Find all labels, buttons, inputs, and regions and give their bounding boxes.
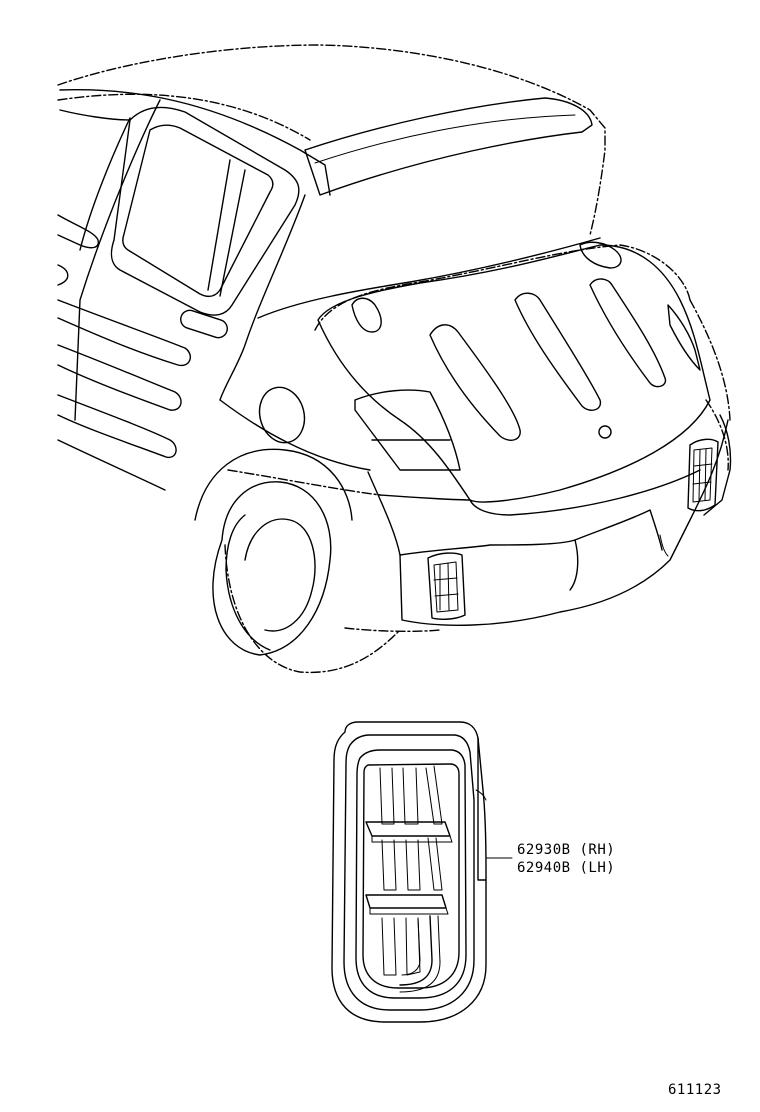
bumper-vent-left [427,552,466,620]
bumper-vent-right [687,438,719,512]
part-number-lh: 62940B (LH) [517,860,616,876]
car-rear-quarter-view [57,44,732,674]
rear-quarter-vent-louver [331,721,513,1023]
louver-blades [365,765,453,993]
drawing-number: 611123 [668,1082,722,1098]
part-number-rh: 62930B (RH) [517,842,616,858]
